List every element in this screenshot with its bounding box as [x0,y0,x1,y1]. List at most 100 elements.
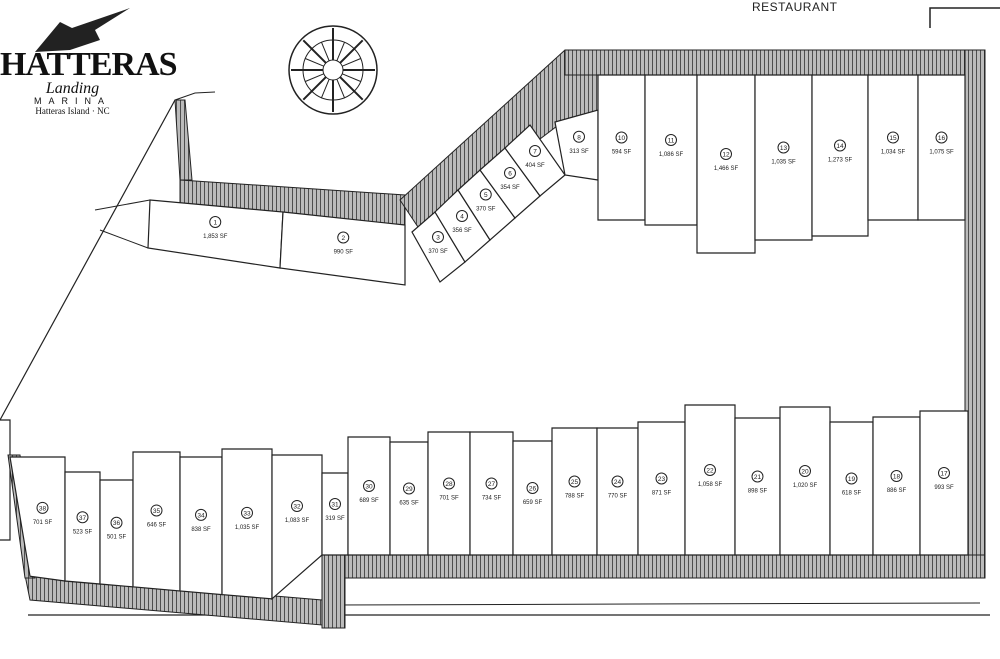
slip-outline [389,441,429,556]
slip-top[interactable]: 14 1,273 SF [811,74,869,237]
slip-area: 594 SF [612,150,632,156]
slip-outline [734,417,781,556]
slip-number: 6 [508,171,512,178]
slip-area: 501 SF [107,535,127,541]
slip-number-circle [504,167,516,179]
dock-walkway [321,554,346,629]
slip-number-circle [751,470,764,483]
slip-top[interactable]: 111,086 SF [644,74,698,226]
slip-number-circle [479,188,492,201]
slip-bottom[interactable]: 221,058 SF [684,404,736,556]
slip-number: 38 [39,505,47,512]
slip-outline [872,416,921,556]
slip-bottom[interactable]: 26 659 SF [512,440,553,556]
property-line [94,199,151,211]
slip-area: 886 SF [887,488,907,494]
slip-number-circle [526,482,539,494]
slip-bottom[interactable]: 36 501 SF [99,479,134,588]
slip-number: 31 [331,502,339,509]
slip-area: 788 SF [565,494,585,500]
slip-number: 15 [889,135,897,142]
property-line [0,99,176,421]
slip-number-circle [403,482,415,495]
slip-number: 14 [836,143,844,150]
logo-script: Landing [45,80,100,97]
slip-number-circle [443,477,455,490]
slip-number-circle [611,475,624,488]
slip-number: 25 [571,479,579,486]
slip-bottom[interactable]: 35 646 SF [132,451,181,592]
slip-outline [99,479,134,588]
slip-bottom[interactable]: 201,020 SF [779,406,831,556]
slip-top[interactable]: 151,034 SF [867,74,919,221]
dock-walkway [321,554,986,579]
slip-number: 7 [533,149,537,156]
slip-number-circle [890,470,903,482]
slip-number-circle [938,467,950,479]
logo-location: Hatteras Island · NC [35,106,110,116]
slip-top[interactable]: 11,853 SF [147,199,284,269]
slip-outline [321,472,349,556]
slip-bottom[interactable]: 321,083 SF [271,454,323,601]
slip-number: 37 [79,515,87,522]
slip-number-circle [834,139,846,152]
slip-number: 26 [529,486,537,493]
slip-outline [684,404,736,556]
slip-number-circle [529,145,541,157]
property-line [99,229,149,249]
slip-number: 3 [436,235,440,242]
slip-number: 35 [153,508,161,515]
slip-area: 356 SF [452,228,472,234]
slip-outline [811,74,869,237]
slip-number-circle [36,501,49,514]
slip-number-circle [110,516,123,529]
slip-bottom[interactable]: 25 788 SF [551,427,598,556]
slip-number-circle [195,508,207,521]
slip-bottom[interactable]: 331,035 SF [221,448,273,600]
slip-number-circle [241,506,253,519]
slip-outline [347,436,391,556]
slip-area: 1,273 SF [828,158,853,164]
slip-number: 5 [484,192,488,199]
slip-outline [867,74,919,221]
slip-area: 701 SF [33,520,53,526]
slip-outline [779,406,831,556]
slip-top[interactable]: 161,075 SF [917,74,966,221]
slip-number: 36 [113,520,121,527]
slip-area: 659 SF [523,500,543,506]
slip-number-circle [76,511,89,524]
slip-top[interactable]: 121,466 SF [696,74,756,254]
slip-area: 646 SF [147,522,167,528]
dock-walkway [174,99,193,181]
slip-number: 33 [243,510,251,517]
slip-area: 1,058 SF [698,482,723,488]
slip-number-circle [432,231,444,243]
slip-top[interactable]: 131,035 SF [754,74,813,241]
slip-number-circle [845,472,858,485]
slip-area: 734 SF [482,496,502,502]
slip-number: 2 [341,235,345,242]
slip-outline [919,410,969,556]
slip-area: 1,083 SF [285,518,310,524]
slip-number-circle [329,498,341,510]
slip-number: 20 [801,469,809,476]
slip-number-circle [935,131,948,144]
slip-area: 313 SF [569,149,589,155]
